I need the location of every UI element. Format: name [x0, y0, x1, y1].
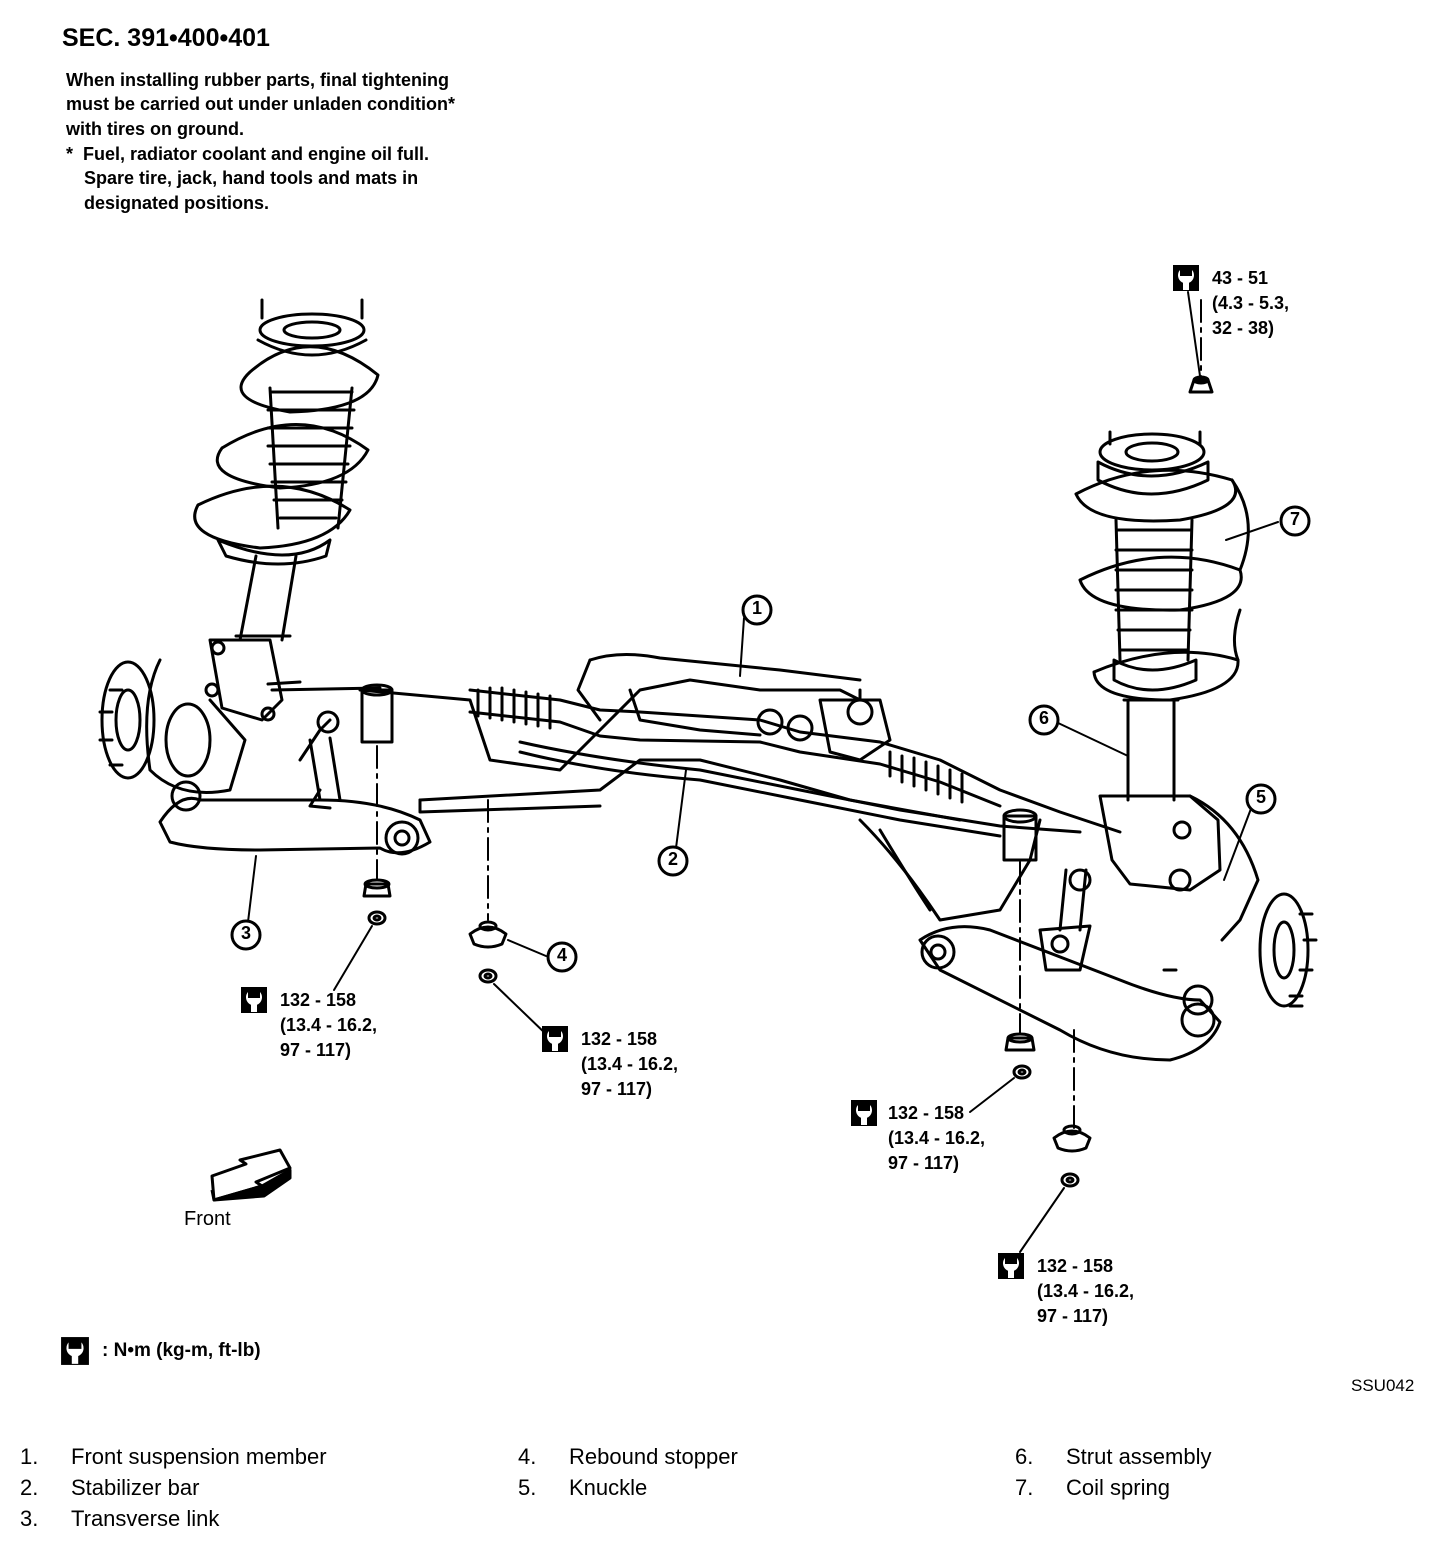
leader-5 — [1223, 805, 1253, 881]
note-line-1: When installing rubber parts, final tigh… — [66, 70, 450, 90]
left-transverse-link — [158, 710, 432, 856]
callout-4: 4 — [545, 940, 579, 974]
note-line-6: designated positions. — [84, 193, 270, 213]
part-name: Stabilizer bar — [71, 1475, 200, 1500]
leader-6 — [1055, 721, 1129, 757]
callout-7: 7 — [1278, 504, 1312, 538]
part-name: Front suspension member — [71, 1444, 327, 1469]
torque-value-kgm: (4.3 - 5.3, — [1212, 293, 1290, 313]
leader-torque-stopper-right — [1019, 1187, 1065, 1253]
leader-1 — [739, 617, 745, 677]
torque-value-ftlb: 97 - 117) — [888, 1153, 960, 1173]
leader-7 — [1225, 521, 1279, 541]
leader-torque-link-left — [333, 925, 373, 991]
leader-2 — [675, 769, 687, 849]
callout-2-number: 2 — [667, 849, 678, 869]
torque-wrench-icon — [241, 987, 267, 1013]
torque-value: 132 - 158 — [888, 1103, 965, 1123]
callout-3: 3 — [229, 918, 263, 952]
leader-torque-stopper-left — [493, 983, 549, 1037]
figure-code: SSU042 — [1351, 1376, 1415, 1395]
callout-4-number: 4 — [556, 945, 567, 965]
torque-wrench-icon — [851, 1100, 877, 1126]
part-name: Strut assembly — [1066, 1444, 1212, 1469]
part-number: 5. — [518, 1475, 537, 1500]
callout-3-number: 3 — [240, 923, 251, 943]
callout-5-number: 5 — [1255, 787, 1266, 807]
steering-rack — [298, 686, 1122, 838]
front-suspension-diagram — [98, 291, 1318, 1253]
torque-wrench-icon — [998, 1253, 1024, 1279]
note-line-3: with tires on ground. — [66, 119, 244, 139]
callout-6-number: 6 — [1038, 708, 1049, 728]
part-name: Transverse link — [71, 1506, 220, 1531]
torque-value-kgm: (13.4 - 16.2, — [888, 1128, 986, 1148]
torque-value-ftlb: 32 - 38) — [1212, 318, 1275, 338]
callout-1: 1 — [740, 593, 774, 627]
leader-torque-link-right — [969, 1077, 1015, 1113]
note-line-4: * Fuel, radiator coolant and engine oil … — [66, 144, 430, 164]
leader-4 — [507, 939, 547, 957]
torque-wrench-icon — [542, 1026, 568, 1052]
part-number: 4. — [518, 1444, 537, 1469]
torque-value: 132 - 158 — [1037, 1256, 1114, 1276]
torque-wrench-icon — [61, 1337, 89, 1365]
part-number: 7. — [1015, 1475, 1034, 1500]
callout-2: 2 — [656, 844, 690, 878]
leader-3 — [247, 855, 257, 923]
torque-value-ftlb: 97 - 117) — [1037, 1306, 1109, 1326]
torque-value-kgm: (13.4 - 16.2, — [581, 1054, 679, 1074]
torque-value-ftlb: 97 - 117) — [581, 1079, 653, 1099]
part-name: Coil spring — [1066, 1475, 1170, 1500]
part-number: 2. — [20, 1475, 39, 1500]
part-number: 1. — [20, 1444, 39, 1469]
part-number: 3. — [20, 1506, 39, 1531]
left-strut-assembly — [98, 298, 380, 794]
front-direction-arrow-icon — [210, 1148, 292, 1202]
right-transverse-link — [918, 868, 1222, 1062]
torque-unit-legend: : N•m (kg-m, ft-lb) — [102, 1340, 261, 1361]
part-name: Rebound stopper — [569, 1444, 738, 1469]
note-line-2: must be carried out under unladen condit… — [66, 94, 456, 114]
callout-6: 6 — [1027, 703, 1061, 737]
torque-wrench-icon — [1173, 265, 1199, 291]
torque-value-ftlb: 97 - 117) — [280, 1040, 352, 1060]
callout-7-number: 7 — [1289, 509, 1300, 529]
callout-5: 5 — [1244, 782, 1278, 816]
torque-value-kgm: (13.4 - 16.2, — [280, 1015, 378, 1035]
section-title: SEC. 391•400•401 — [62, 24, 270, 52]
leader-torque-top — [1187, 291, 1201, 377]
part-name: Knuckle — [569, 1475, 648, 1500]
part-number: 6. — [1015, 1444, 1034, 1469]
torque-value: 132 - 158 — [581, 1029, 658, 1049]
fasteners — [362, 375, 1214, 1188]
callout-1-number: 1 — [751, 598, 762, 618]
torque-value-kgm: (13.4 - 16.2, — [1037, 1281, 1135, 1301]
torque-value: 43 - 51 — [1212, 268, 1269, 288]
front-label: Front — [184, 1208, 231, 1230]
note-line-5: Spare tire, jack, hand tools and mats in — [84, 168, 419, 188]
right-strut-assembly — [1074, 430, 1318, 1008]
torque-value: 132 - 158 — [280, 990, 357, 1010]
